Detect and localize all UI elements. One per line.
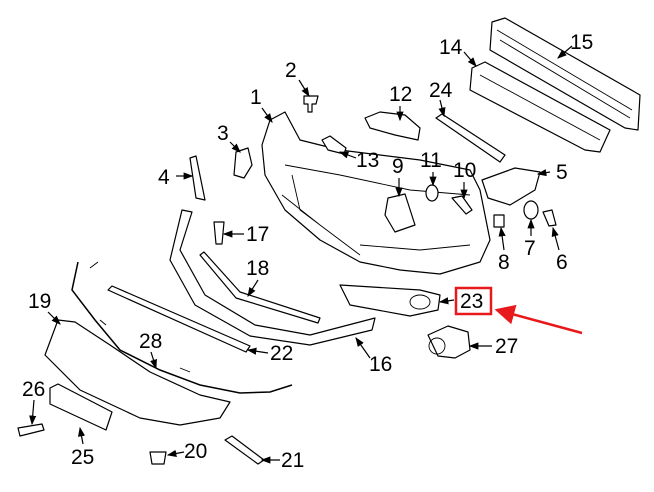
part-grille-strip <box>435 113 506 163</box>
part-license-bracket <box>49 383 113 431</box>
part-parking-sensor <box>427 325 471 359</box>
part-clip-2 <box>303 95 319 113</box>
callout-10: 10 <box>453 159 476 182</box>
callouts: 1 2 3 4 5 6 7 8 9 10 11 12 13 14 15 16 1… <box>22 31 593 472</box>
callout-19: 19 <box>28 290 51 313</box>
callout-9: 9 <box>392 155 404 178</box>
callout-16: 16 <box>369 353 392 376</box>
part-washer-7 <box>523 200 539 220</box>
callout-18: 18 <box>246 257 269 280</box>
part-clip-8 <box>493 214 505 228</box>
part-wiring-harness <box>71 261 293 394</box>
callout-22: 22 <box>270 342 293 365</box>
part-bolt-13 <box>321 135 347 155</box>
callout-24: 24 <box>429 79 453 102</box>
callout-15: 15 <box>570 31 593 54</box>
callout-17: 17 <box>246 223 269 246</box>
part-undertray <box>44 319 231 426</box>
part-bolt-6 <box>542 209 557 227</box>
part-trim-strip-22 <box>107 285 251 353</box>
callout-27: 27 <box>495 335 518 358</box>
part-trim-4 <box>189 155 206 201</box>
callout-26: 26 <box>22 378 45 401</box>
callout-2: 2 <box>285 59 297 82</box>
part-trim-strip-18 <box>199 251 321 324</box>
callout-12: 12 <box>389 83 412 106</box>
callout-5: 5 <box>556 161 568 184</box>
part-bracket-5 <box>481 167 541 206</box>
highlight-box <box>454 286 493 316</box>
callout-14: 14 <box>439 36 463 59</box>
part-lamp-3 <box>233 147 253 179</box>
part-washer-11 <box>425 184 439 202</box>
part-clip-20 <box>149 451 167 465</box>
highlight-arrow <box>494 304 583 335</box>
callout-7: 7 <box>524 237 536 260</box>
part-bracket-12 <box>364 111 421 141</box>
part-bolt-26 <box>17 423 45 437</box>
callout-4: 4 <box>158 166 170 189</box>
callout-23: 23 <box>460 290 483 313</box>
callout-21: 21 <box>281 449 304 472</box>
callout-28: 28 <box>139 330 162 353</box>
callout-11: 11 <box>420 149 442 172</box>
callout-6: 6 <box>556 251 568 274</box>
callout-25: 25 <box>71 446 94 469</box>
callout-20: 20 <box>184 440 207 463</box>
part-fog-grille-23 <box>339 284 441 317</box>
leader-lines <box>29 45 573 464</box>
part-strip-21 <box>224 435 265 465</box>
part-bolt-10 <box>451 195 473 215</box>
callout-13: 13 <box>356 149 379 172</box>
part-bolt-17 <box>213 221 225 245</box>
callout-3: 3 <box>217 122 229 145</box>
callout-8: 8 <box>498 251 510 274</box>
part-lower-spoiler <box>169 209 376 346</box>
callout-1: 1 <box>250 86 262 109</box>
